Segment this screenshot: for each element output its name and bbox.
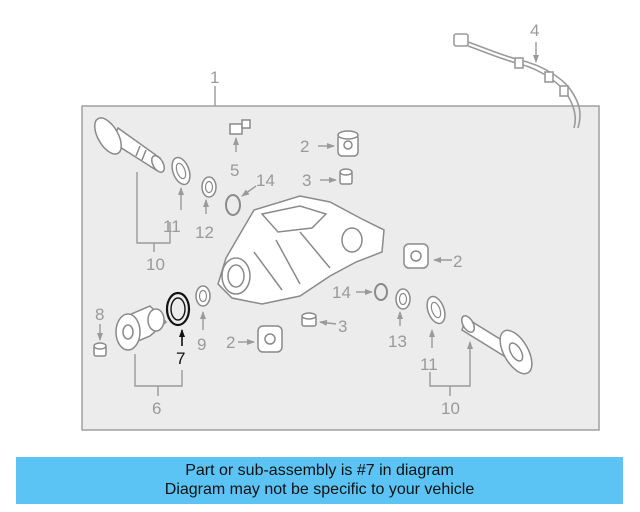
mount-bushing-2-upper [337,130,359,157]
drain-plug-3-upper [339,168,353,185]
input-flange [115,305,168,351]
callout-1: 1 [210,68,219,87]
banner-line-2: Diagram may not be specific to your vehi… [164,481,475,498]
wiring-harness [453,33,581,129]
callout-2-upper: 2 [300,137,309,156]
callout-2-lower: 2 [226,333,235,352]
mount-bushing-2-right [403,243,429,269]
callout-13: 13 [388,332,407,351]
differential-housing [217,195,385,305]
callout-5: 5 [230,161,239,180]
parts-diagram: 1 4 11 10 12 14 5 [81,21,600,431]
info-banner: Part or sub-assembly is #7 in diagram Di… [16,457,623,504]
callout-7: 7 [176,349,185,368]
seal-13 [395,288,411,310]
callout-11-left: 11 [163,217,181,236]
callout-4: 4 [530,21,539,40]
snap-ring-14-lower [374,283,388,301]
callout-14-lower: 14 [332,283,351,302]
vent-valve-5 [229,119,251,135]
banner-line-1: Part or sub-assembly is #7 in diagram [185,462,454,479]
right-output-flange [461,315,533,375]
callout-2-right: 2 [453,252,462,271]
callout-11-right: 11 [420,355,438,374]
mount-bushing-2-lower [257,325,283,353]
snap-ring-14-upper [225,194,241,216]
callout-3-lower: 3 [338,317,347,336]
o-ring-7 [165,291,191,327]
callout-8: 8 [95,305,104,324]
callout-3-upper: 3 [302,171,311,190]
callout-6: 6 [152,399,161,418]
left-output-flange [94,117,165,173]
callout-10-right: 10 [441,399,460,418]
callout-9: 9 [197,335,206,354]
seal-12 [201,176,217,198]
callout-10-left: 10 [146,255,165,274]
seal-9 [195,285,211,307]
callout-14-upper: 14 [256,171,275,190]
callout-12: 12 [195,223,214,242]
flange-nut-8 [93,342,107,357]
drain-plug-3-lower [301,312,317,327]
